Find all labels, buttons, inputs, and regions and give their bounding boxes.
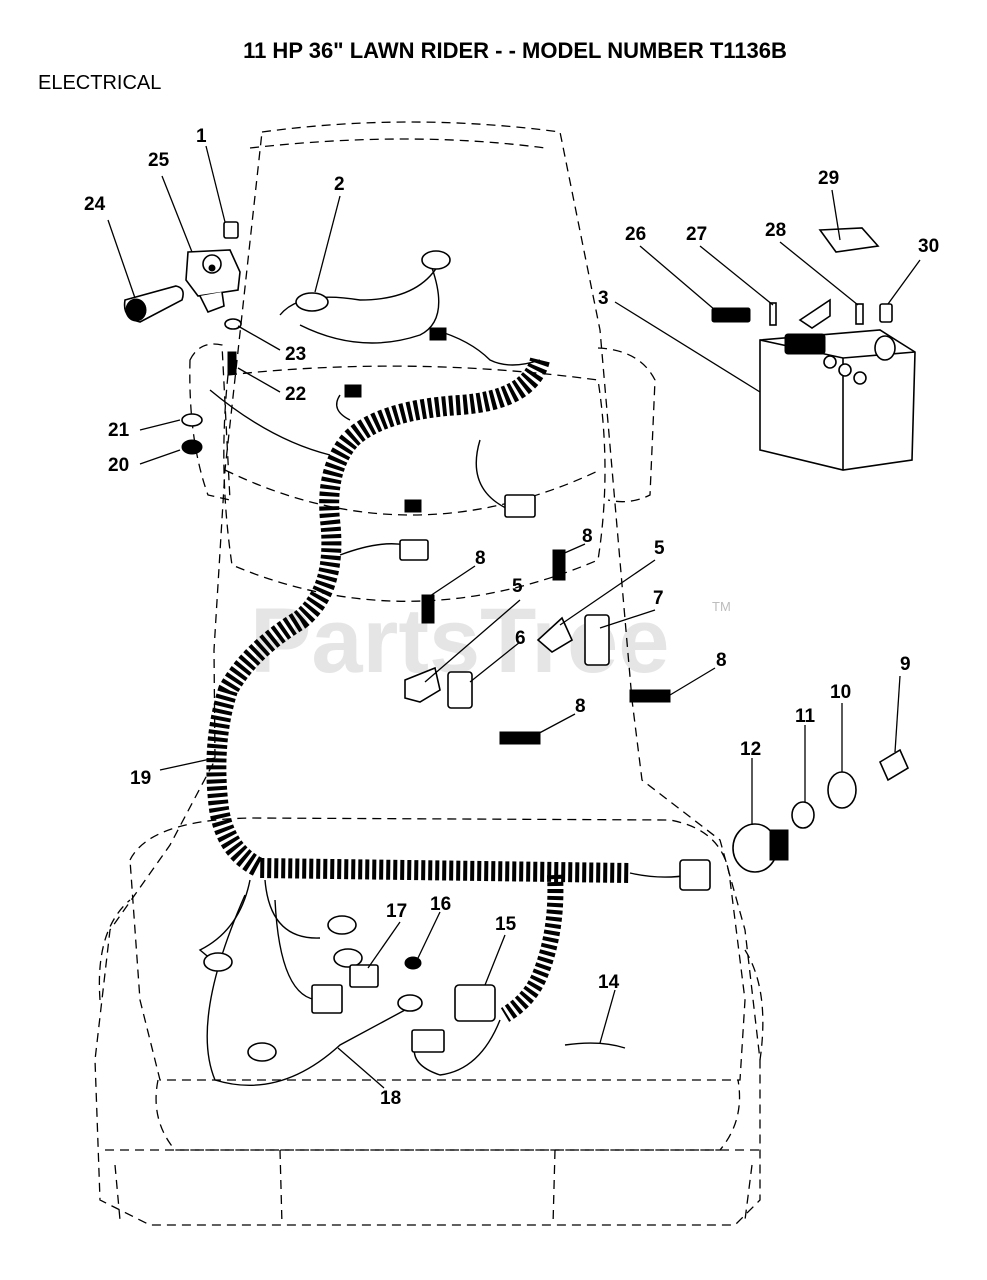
callout-28: 28 (765, 220, 786, 241)
part-7-switch (584, 614, 610, 666)
callout-8c: 8 (716, 650, 727, 671)
part-8-bolt-d (499, 731, 541, 745)
callout-8d: 8 (575, 696, 586, 717)
callout-30: 30 (918, 236, 939, 257)
callout-3: 3 (598, 288, 609, 309)
part-23-washer (224, 318, 242, 330)
callout-12: 12 (740, 739, 761, 760)
part-11-nut (791, 801, 815, 829)
part-10-bezel (827, 771, 857, 809)
callout-22: 22 (285, 384, 306, 405)
part-26-bolt (711, 307, 751, 323)
part-connector-lower (411, 1029, 445, 1053)
part-18-ring-terminal-c (333, 948, 363, 968)
callout-8b: 8 (582, 526, 593, 547)
part-29-pad (818, 227, 880, 253)
part-5-bracket-right (536, 616, 574, 653)
harness-connector-upper (344, 327, 536, 561)
part-27-washer (769, 302, 777, 326)
watermark-tm: TM (712, 599, 731, 614)
part-fuse-holder (311, 984, 343, 1014)
callout-7: 7 (653, 588, 664, 609)
leader-lines (107, 145, 921, 1089)
part-18-ring-terminal-e (397, 994, 423, 1012)
section-label: ELECTRICAL (38, 72, 161, 94)
callout-18: 18 (380, 1088, 401, 1109)
diagram-title: 11 HP 36" LAWN RIDER - - MODEL NUMBER T1… (243, 38, 787, 63)
coiled-wire-harness (206, 356, 631, 1022)
part-battery-strap (798, 298, 831, 329)
callout-25: 25 (148, 150, 170, 171)
callout-26: 26 (625, 224, 646, 245)
callout-29: 29 (818, 168, 839, 189)
part-2-ground-cable (279, 250, 451, 316)
part-18-ring-terminal-a (327, 915, 357, 935)
callout-10: 10 (830, 682, 851, 703)
part-6-switch (447, 671, 473, 709)
part-18-ring-terminal-b (203, 952, 233, 972)
part-28-lock-washer (855, 303, 864, 325)
callout-24: 24 (84, 194, 106, 215)
callout-6: 6 (515, 628, 526, 649)
callout-15: 15 (495, 914, 517, 935)
callout-21: 21 (108, 420, 130, 441)
callout-2: 2 (334, 174, 345, 195)
callout-20: 20 (108, 455, 129, 476)
callout-19: 19 (130, 768, 151, 789)
callout-14: 14 (598, 972, 620, 993)
part-17-fuse (349, 964, 379, 988)
part-8-bolt-b (552, 549, 566, 581)
part-8-bolt-c (629, 689, 671, 703)
part-24-terminal-boot (123, 285, 184, 323)
part-1-nut (223, 221, 239, 239)
part-8-bolt-a (421, 594, 435, 624)
callout-1: 1 (196, 126, 207, 147)
callout-11: 11 (795, 706, 816, 727)
part-14-cable-tie (564, 1042, 626, 1049)
callout-27: 27 (686, 224, 707, 245)
part-12-ignition-switch (732, 823, 789, 873)
part-21-washer (181, 413, 203, 427)
part-16-nut (404, 956, 422, 970)
part-30-nut (879, 303, 893, 323)
callouts: 1 2 3 5 5 6 7 8 8 8 8 9 10 11 12 14 15 1… (84, 126, 939, 1109)
callout-5a: 5 (512, 576, 523, 597)
part-20-nut (181, 439, 203, 455)
part-25-solenoid (185, 249, 241, 314)
callout-9: 9 (900, 654, 911, 675)
part-18-ring-terminal-d (247, 1042, 277, 1062)
callout-5b: 5 (654, 538, 665, 559)
callout-17: 17 (386, 901, 407, 922)
part-22-screw (227, 351, 237, 375)
callout-8a: 8 (475, 548, 486, 569)
callout-23: 23 (285, 344, 306, 365)
tractor-outline (94, 121, 764, 1226)
harness-plug (679, 859, 711, 891)
callout-16: 16 (430, 894, 451, 915)
part-3-battery (759, 329, 916, 471)
part-9-key (878, 748, 910, 782)
part-15-switch (454, 984, 496, 1022)
